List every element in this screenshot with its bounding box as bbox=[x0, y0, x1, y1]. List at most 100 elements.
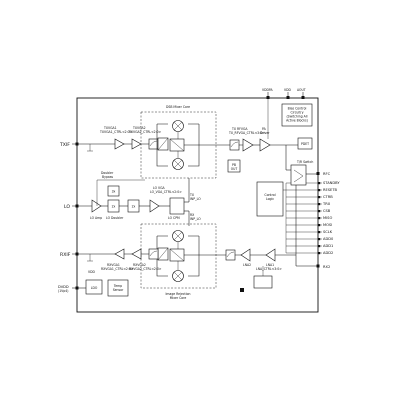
pin-rxif: RXIF bbox=[60, 252, 71, 258]
pin-trx: TRX bbox=[322, 202, 331, 206]
svg-text:RXVGA1: RXVGA1 bbox=[107, 263, 120, 267]
svg-text:Bias Control: Bias Control bbox=[288, 107, 307, 111]
svg-text:Image Rejection: Image Rejection bbox=[166, 292, 191, 296]
txvga1-amp bbox=[114, 138, 125, 150]
svg-text:VDD: VDD bbox=[88, 270, 95, 274]
lo-tripler bbox=[107, 185, 120, 197]
tx-chain: TXVGA1 TXVGA1_CTRL<2:0> TXVGA2 TXVGA2_CT… bbox=[87, 126, 162, 152]
svg-text:RX: RX bbox=[190, 213, 195, 217]
pdet-block bbox=[297, 137, 313, 150]
rxvga2-amp bbox=[131, 248, 142, 260]
svg-text:PDET: PDET bbox=[301, 142, 309, 146]
svg-text:Control: Control bbox=[264, 193, 275, 197]
pin-lo: LO bbox=[64, 204, 70, 210]
rx-output-blocks bbox=[240, 266, 273, 292]
txvga1-label: TXVGA1 bbox=[103, 126, 117, 130]
lo-amp bbox=[91, 199, 102, 213]
svg-text:Active Blocks): Active Blocks) bbox=[286, 119, 308, 123]
pin-mosi: MOSI bbox=[323, 223, 332, 227]
lna2-amp bbox=[240, 248, 251, 262]
svg-text:Temp: Temp bbox=[113, 284, 122, 288]
pin-csb: CSB bbox=[323, 209, 331, 213]
pin-add0: ADD0 bbox=[323, 237, 334, 241]
temp-sensor: Temp Sensor bbox=[107, 279, 129, 297]
svg-text:Circuitry: Circuitry bbox=[290, 111, 303, 115]
pin-rfc: RFC bbox=[323, 172, 331, 176]
pin-rx2: RX2 bbox=[323, 265, 330, 269]
pin-miso: MISO bbox=[323, 216, 332, 220]
dsb-core-label: DSB Mixer Core bbox=[166, 105, 190, 109]
svg-text:3x: 3x bbox=[112, 190, 116, 194]
svg-text:2x: 2x bbox=[132, 205, 136, 209]
svg-text:LO CPM: LO CPM bbox=[168, 216, 180, 220]
tx-rf-filter bbox=[229, 139, 240, 151]
svg-text:LO_VGA_CTRL<2:0>: LO_VGA_CTRL<2:0> bbox=[150, 190, 182, 194]
tx-hpf bbox=[148, 138, 159, 150]
svg-text:LO Amp: LO Amp bbox=[90, 216, 102, 220]
svg-text:OUT: OUT bbox=[231, 167, 238, 171]
pin-resetb: RESETB bbox=[323, 188, 338, 192]
svg-text:Bypass: Bypass bbox=[102, 175, 113, 179]
pin-add1: ADD1 bbox=[323, 244, 333, 248]
pa-driver-label-2: Driver bbox=[260, 131, 270, 135]
pin-add2: ADD2 bbox=[323, 251, 333, 255]
control-logic: Control Logic bbox=[256, 181, 287, 253]
svg-text:LO Doubler: LO Doubler bbox=[106, 216, 124, 220]
svg-text:2x: 2x bbox=[112, 205, 116, 209]
svg-text:LNA1: LNA1 bbox=[266, 263, 274, 267]
txvga2-ctrl: TXVGA2_CTRL<2:0> bbox=[128, 130, 162, 134]
svg-text:INP_LO: INP_LO bbox=[190, 217, 201, 221]
svg-text:Logic: Logic bbox=[266, 197, 274, 201]
rx-rf-filter bbox=[225, 249, 236, 261]
tr-switch: T/R Switch bbox=[285, 145, 313, 186]
svg-text:LNA_CTRL<3:0>: LNA_CTRL<3:0> bbox=[256, 267, 282, 271]
svg-text:RXVGA1_CTRL<2:0>: RXVGA1_CTRL<2:0> bbox=[101, 267, 134, 271]
svg-text:Mixer Core: Mixer Core bbox=[170, 296, 187, 300]
bias-control-block: Bias Control Circuitry (Switching All Ac… bbox=[281, 103, 313, 127]
rx-chain: RXVGA1 RXVGA1_CTRL<2:0> RXVGA2 RXVGA2_CT… bbox=[87, 185, 297, 271]
pa-driver-label-1: PA bbox=[262, 127, 267, 131]
pin-vddpa: VDDPA bbox=[262, 88, 274, 92]
lo-chain: Doubler Bypass LO Amp 2x 3x LO Doubler 2… bbox=[90, 171, 201, 226]
svg-text:Doubler: Doubler bbox=[101, 171, 114, 175]
right-pins: RFC STANDBY RESETB CTRB TRX CSB MISO MOS… bbox=[286, 172, 340, 269]
tx-rfvga-label: TX RFVGA bbox=[231, 127, 248, 131]
image-rejection-mixer-core: Image Rejection Mixer Core bbox=[140, 223, 217, 300]
tx-rfvga-amp bbox=[242, 138, 254, 152]
pin-vdd: VDD bbox=[284, 88, 291, 92]
svg-text:RXVGA2: RXVGA2 bbox=[133, 263, 146, 267]
txvga1-ctrl: TXVGA1_CTRL<2:0> bbox=[99, 130, 133, 134]
pin-dvdd-sub: (1Vp4) bbox=[58, 289, 68, 293]
rxvga1-amp bbox=[114, 248, 125, 260]
svg-text:Sensor: Sensor bbox=[113, 288, 124, 292]
svg-text:T/R Switch: T/R Switch bbox=[296, 160, 313, 164]
lo-splitter bbox=[169, 197, 185, 215]
pin-aout: AOUT bbox=[297, 88, 306, 92]
svg-text:INP_LO: INP_LO bbox=[190, 197, 201, 201]
svg-text:TX: TX bbox=[189, 193, 195, 197]
pin-sclk: SCLK bbox=[323, 230, 333, 234]
svg-text:LDO: LDO bbox=[91, 286, 98, 290]
top-pins: VDDPA VDD AOUT bbox=[262, 88, 306, 99]
pin-txif: TXIF bbox=[59, 142, 70, 148]
svg-text:(Switching All: (Switching All bbox=[286, 115, 307, 119]
svg-text:LNA2: LNA2 bbox=[243, 263, 251, 267]
lna1-amp bbox=[265, 248, 276, 262]
tx-rfvga-ctrl: TX_RFVGA_CTRL<3:0> bbox=[228, 131, 265, 135]
dsb-mixer-core: DSB Mixer Core bbox=[140, 105, 217, 179]
pin-ctrb: CTRB bbox=[323, 195, 333, 199]
tx-rf-path: TX RFVGA TX_RFVGA_CTRL<3:0> PA Driver PD… bbox=[216, 98, 313, 152]
pb-block: PB OUT bbox=[227, 159, 241, 173]
rx-hpf bbox=[148, 248, 159, 260]
ldo-block: VDD LDO bbox=[85, 270, 103, 295]
pin-standby: STANDBY bbox=[323, 181, 340, 185]
txvga2-amp bbox=[131, 138, 142, 150]
pa-driver-amp bbox=[259, 138, 271, 152]
svg-text:LO VGA: LO VGA bbox=[153, 186, 166, 190]
lo-vga bbox=[149, 199, 160, 213]
txvga2-label: TXVGA2 bbox=[132, 126, 146, 130]
pin-dvdd: DVDD bbox=[58, 285, 69, 289]
svg-text:PB: PB bbox=[232, 163, 236, 167]
